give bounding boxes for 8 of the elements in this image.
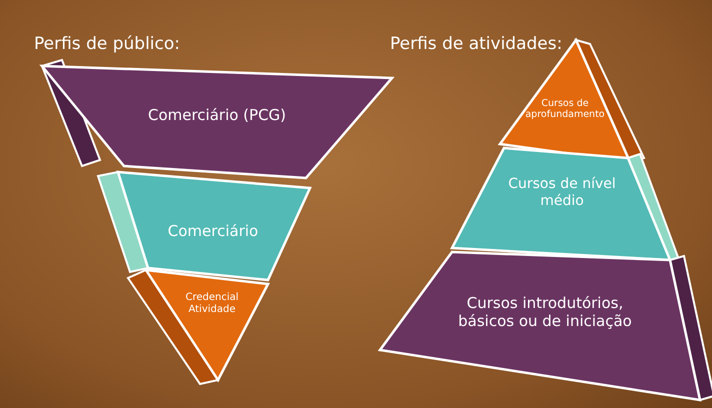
- tier-label: Cursos introdutórios, básicos ou de iniciação: [457, 294, 633, 330]
- heading: Perfis de atividades:: [390, 34, 562, 54]
- tier-label: Cursos de nível médio: [507, 176, 617, 210]
- tier-label: Cursos de aprofundamento: [524, 98, 606, 121]
- tier-label: Comerciário (PCG): [146, 106, 288, 124]
- tier-label: Comerciário: [166, 222, 260, 240]
- heading: Perfis de público:: [34, 34, 180, 54]
- tier-label: Credencial Atividade: [184, 292, 240, 316]
